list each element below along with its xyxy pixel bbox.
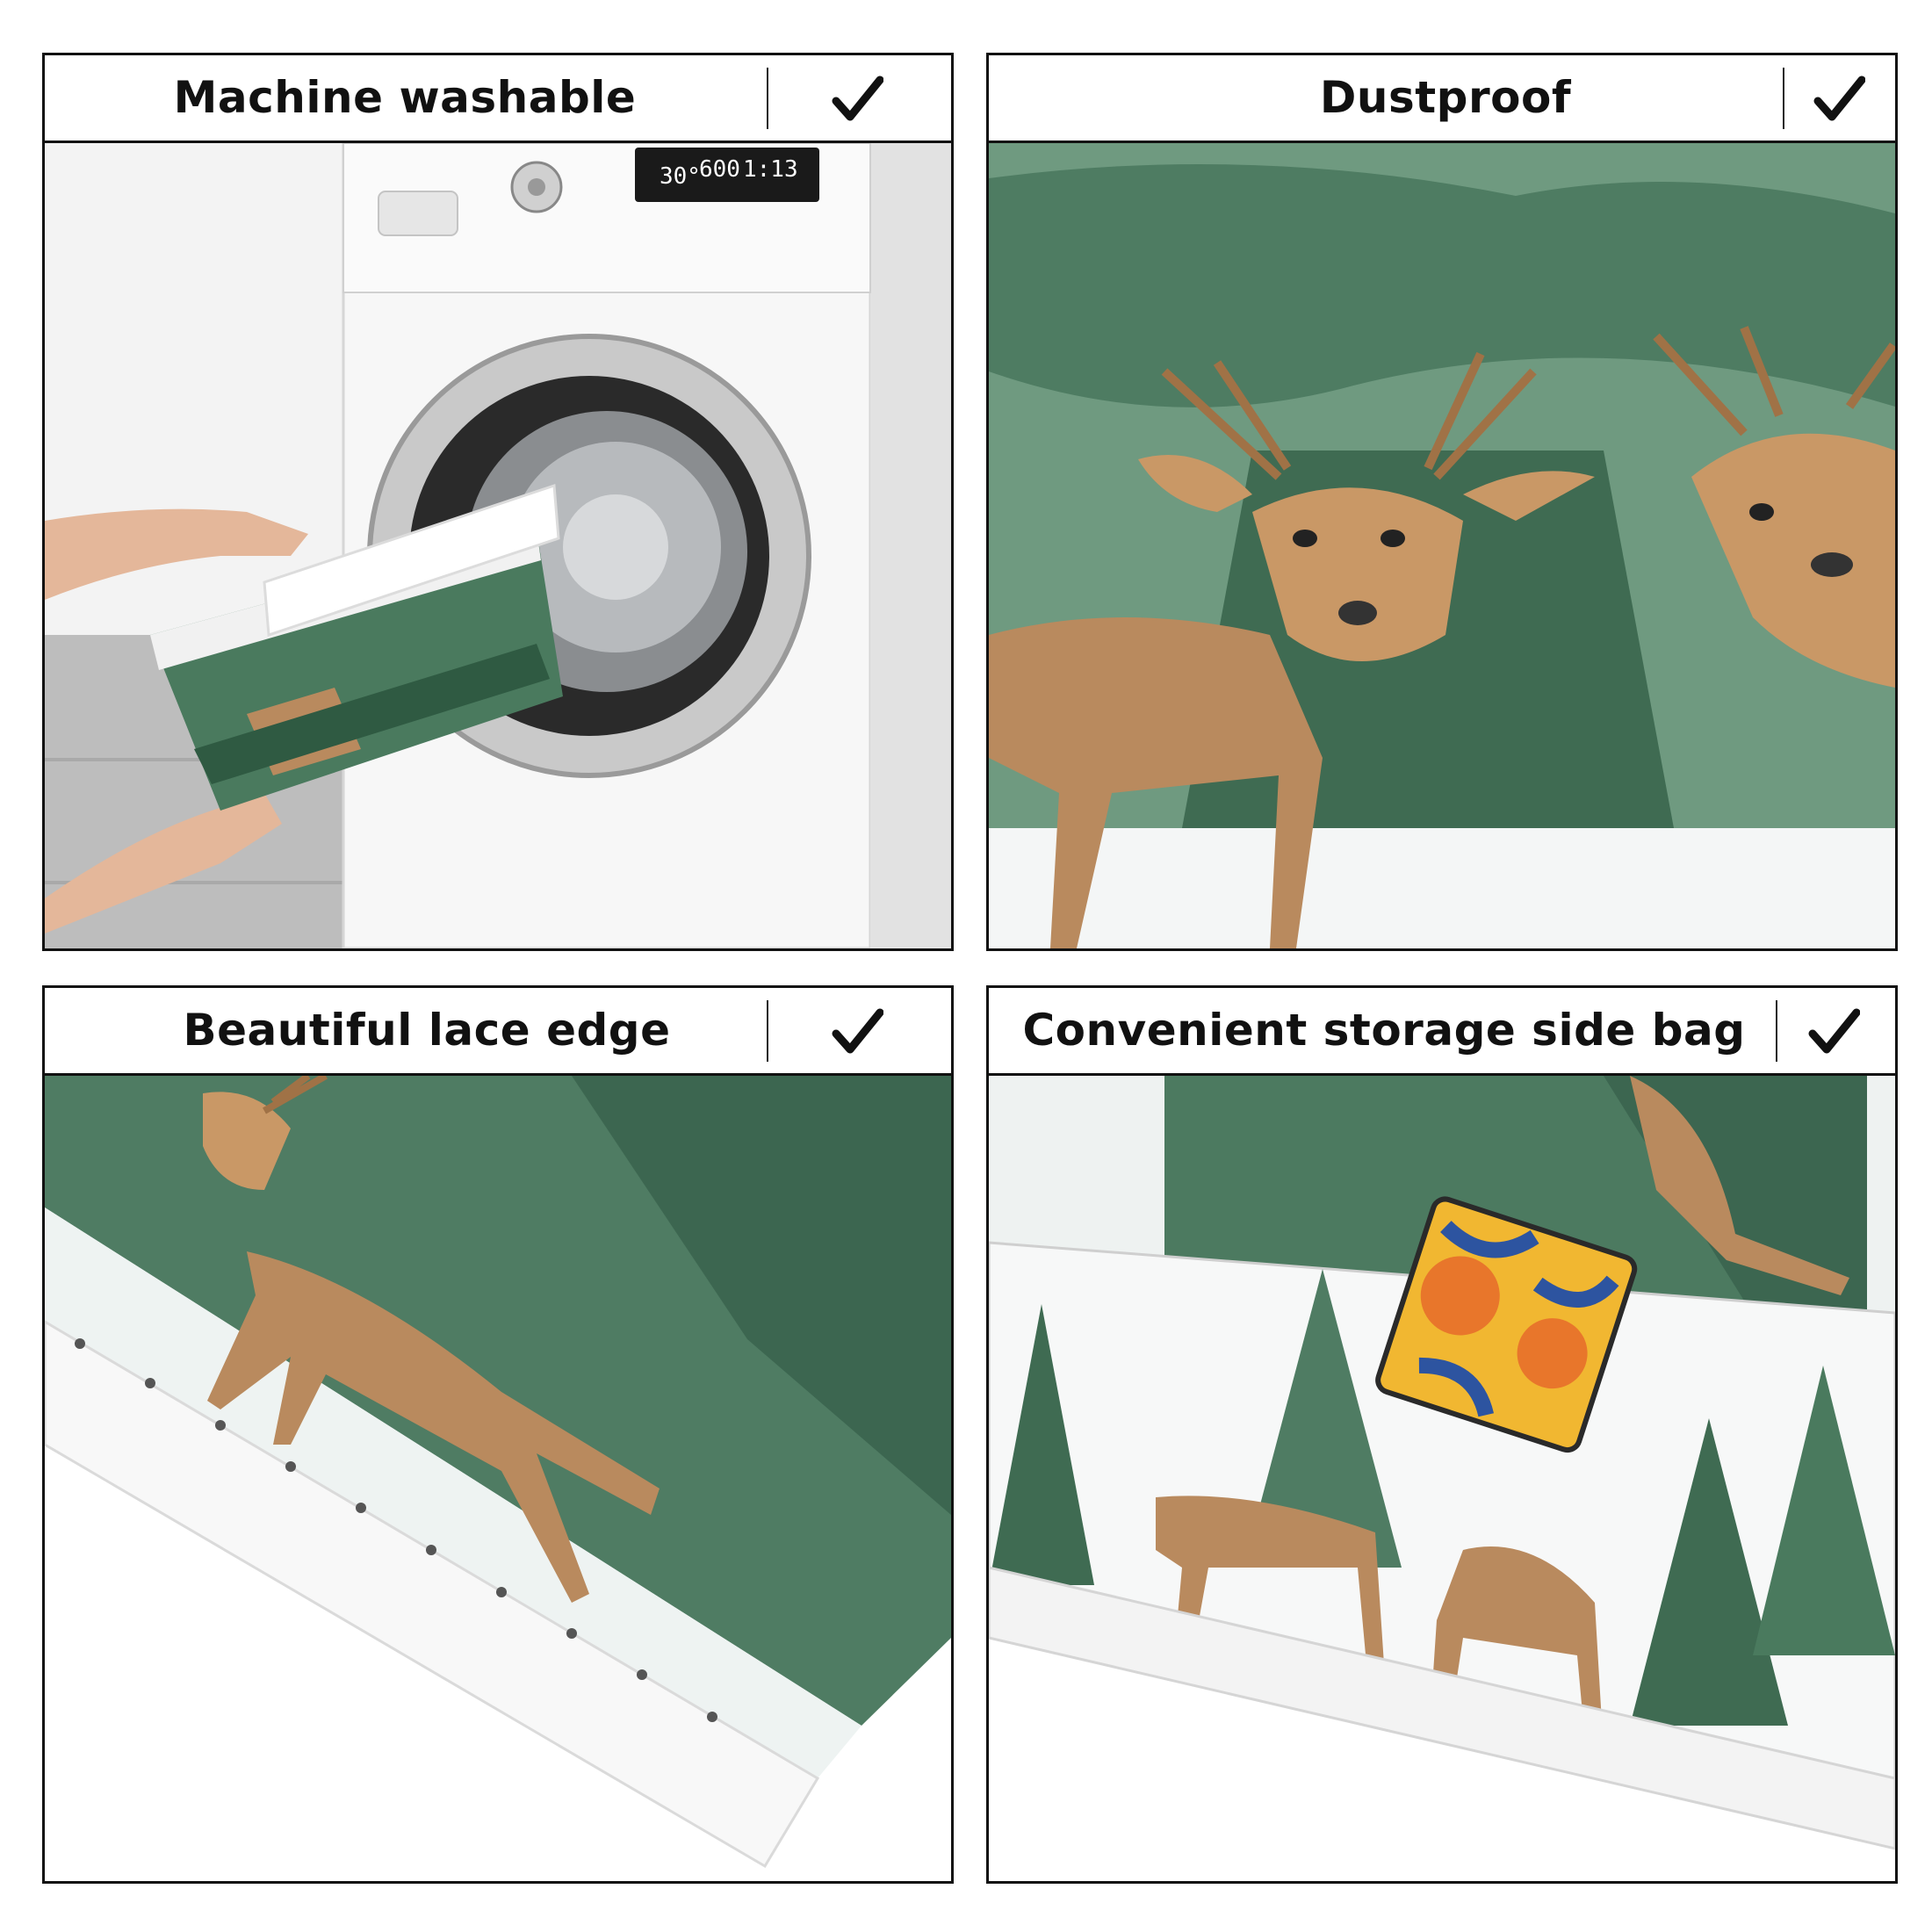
checkmark-icon [832, 76, 883, 121]
display-time: 1:13 [743, 156, 798, 183]
header-divider [1776, 1000, 1777, 1062]
deer-fabric-closeup [989, 143, 1895, 948]
panel-header: Beautiful lace edge [45, 988, 951, 1076]
header-divider [767, 1000, 768, 1062]
header-divider [767, 68, 768, 129]
washing-machine-photo: 30° 600 1:13 [45, 143, 951, 948]
panel-dustproof: Dustproof [986, 53, 1898, 951]
display-spin: 600 [699, 156, 740, 183]
checkmark-icon [1813, 76, 1865, 121]
checkmark-icon [832, 1008, 883, 1054]
header-divider [1783, 68, 1784, 129]
lace-edge-closeup [45, 1076, 951, 1881]
panel-lace-edge: Beautiful lace edge [42, 985, 954, 1884]
display-temp: 30° [660, 163, 701, 190]
panel-storage-bag: Convenient storage side bag [986, 985, 1898, 1884]
panel-title: Machine washable [173, 72, 637, 123]
panel-title: Dustproof [1319, 72, 1572, 123]
checkmark-icon [1808, 1008, 1860, 1054]
panel-header: Machine washable [45, 55, 951, 143]
panel-header: Dustproof [989, 55, 1895, 143]
panel-title: Beautiful lace edge [183, 1005, 671, 1056]
panel-title: Convenient storage side bag [1022, 1005, 1746, 1056]
panel-header: Convenient storage side bag [989, 988, 1895, 1076]
panel-machine-washable: Machine washable 30° 600 1:13 [42, 53, 954, 951]
side-pocket-photo [989, 1076, 1895, 1881]
